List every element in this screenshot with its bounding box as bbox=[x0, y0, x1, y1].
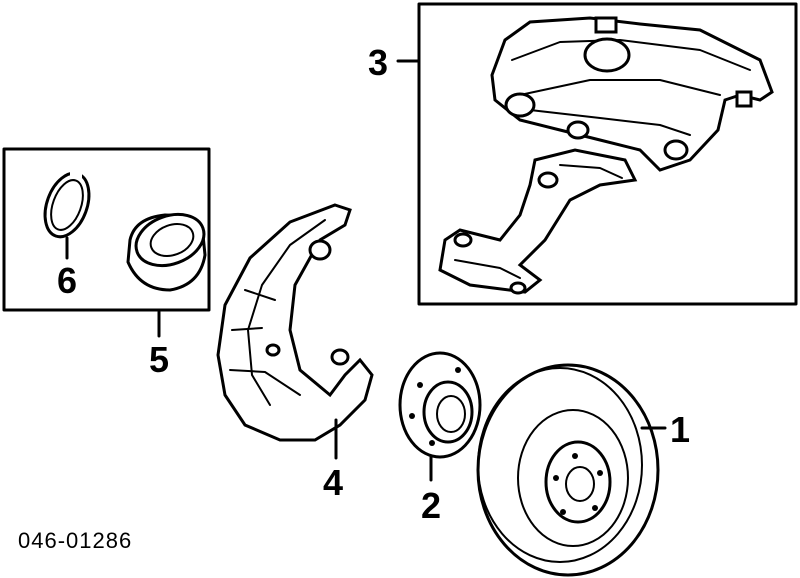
callout-5: 5 bbox=[149, 339, 169, 380]
bearing-illustration bbox=[126, 212, 207, 292]
hub-illustration bbox=[398, 351, 482, 459]
caliper-illustration bbox=[438, 16, 774, 295]
callout-3: 3 bbox=[368, 42, 388, 83]
bearing-kit-group: 6 5 bbox=[2, 147, 211, 380]
bearing-kit-box bbox=[2, 147, 211, 312]
callout-2: 2 bbox=[421, 485, 441, 526]
diagram-code: 046-01286 bbox=[18, 528, 132, 553]
caliper-box bbox=[417, 2, 798, 306]
caliper-group: 3 bbox=[368, 2, 798, 306]
callout-1: 1 bbox=[670, 409, 690, 450]
rotor-group: 1 bbox=[476, 363, 690, 577]
snap-ring-illustration bbox=[43, 168, 91, 239]
hub-group: 2 bbox=[398, 351, 482, 526]
rotor-illustration bbox=[476, 363, 660, 577]
splash-shield-illustration bbox=[216, 203, 374, 442]
callout-4: 4 bbox=[323, 462, 343, 503]
callout-6: 6 bbox=[57, 260, 77, 301]
splash-shield-group: 4 bbox=[216, 203, 374, 503]
